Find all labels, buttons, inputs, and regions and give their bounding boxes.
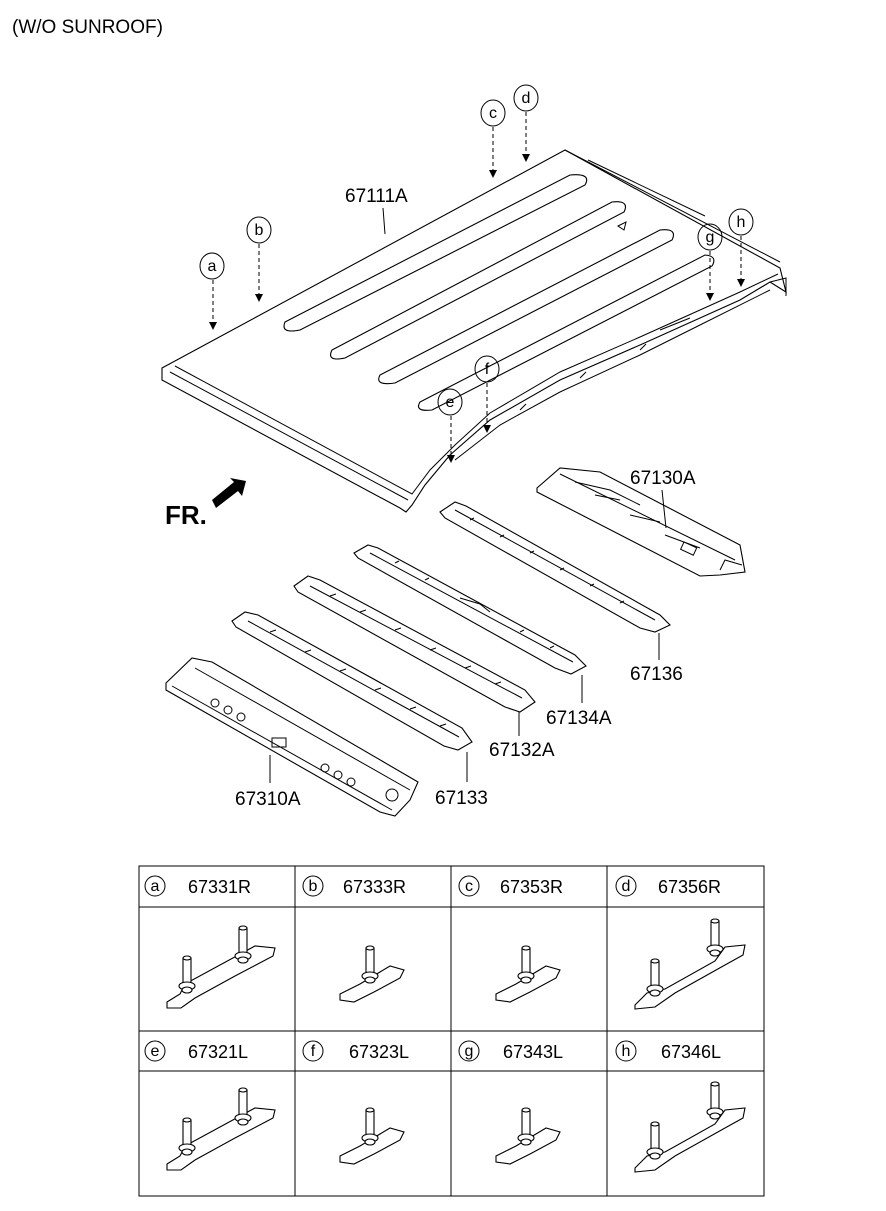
legend-cell-h: h 67346L: [615, 1040, 721, 1062]
svg-text:d: d: [622, 878, 631, 895]
label-bow-67133: 67133: [435, 788, 488, 809]
label-bow-67132A: 67132A: [489, 740, 555, 761]
svg-text:67346L: 67346L: [661, 1042, 721, 1062]
svg-text:67333R: 67333R: [343, 877, 406, 897]
legend-cell-d: d 67356R: [615, 875, 721, 897]
svg-text:67321L: 67321L: [188, 1042, 248, 1062]
roof-bow-67136: [439, 501, 671, 633]
svg-text:67331R: 67331R: [188, 877, 251, 897]
legend-cell-b: b 67333R: [302, 875, 406, 897]
roof-bow-67132A: [293, 575, 536, 713]
callout-b: b: [246, 216, 272, 302]
fastener-g-image: [496, 1108, 560, 1164]
callout-d: d: [513, 84, 539, 162]
roof-panel: [161, 149, 787, 513]
diagram-title: (W/O SUNROOF): [12, 17, 163, 38]
callout-e: e: [437, 388, 463, 463]
svg-text:a: a: [208, 258, 217, 275]
label-roof-panel: 67111A: [345, 186, 408, 207]
callout-g: g: [697, 223, 723, 301]
callout-c: c: [480, 99, 506, 178]
fastener-h-image: [635, 1082, 745, 1172]
legend-cell-f: f 67323L: [302, 1040, 409, 1062]
legend-cell-c: c 67353R: [458, 875, 563, 897]
svg-text:h: h: [622, 1043, 631, 1060]
fastener-e-image: [167, 1088, 275, 1170]
svg-text:g: g: [465, 1043, 474, 1060]
svg-text:c: c: [489, 105, 497, 122]
svg-text:f: f: [311, 1043, 316, 1060]
svg-text:e: e: [151, 1043, 160, 1060]
label-front-rail: 67310A: [235, 789, 301, 810]
svg-text:67356R: 67356R: [658, 877, 721, 897]
svg-text:67323L: 67323L: [349, 1042, 409, 1062]
svg-text:FR.: FR.: [165, 500, 207, 530]
callout-f: f: [474, 355, 500, 433]
svg-text:d: d: [522, 90, 531, 107]
label-bow-67134A: 67134A: [546, 708, 612, 729]
svg-text:g: g: [706, 229, 715, 246]
fastener-f-image: [340, 1108, 404, 1164]
fastener-legend-table: [138, 865, 765, 1197]
svg-text:67353R: 67353R: [500, 877, 563, 897]
svg-text:c: c: [465, 878, 473, 895]
legend-cell-a: a 67331R: [144, 875, 251, 897]
callout-a: a: [199, 252, 225, 330]
fastener-b-image: [340, 946, 404, 1002]
label-rear-rail: 67130A: [630, 468, 696, 489]
svg-text:67343L: 67343L: [503, 1042, 563, 1062]
roof-bow-67133: [231, 611, 473, 751]
label-bow-67136: 67136: [630, 664, 683, 685]
callout-h: h: [728, 208, 754, 287]
roof-bow-67134A: [353, 544, 587, 675]
fastener-a-image: [167, 926, 275, 1008]
svg-text:f: f: [485, 361, 490, 378]
svg-text:h: h: [737, 214, 746, 231]
svg-text:b: b: [255, 222, 264, 239]
svg-text:a: a: [151, 878, 160, 895]
svg-text:e: e: [446, 394, 455, 411]
legend-cell-g: g 67343L: [458, 1040, 563, 1062]
legend-cell-e: e 67321L: [144, 1040, 248, 1062]
svg-text:b: b: [309, 878, 318, 895]
front-direction-marker: FR.: [165, 478, 246, 530]
rear-rail-67130A: [536, 467, 746, 577]
fastener-d-image: [635, 919, 745, 1009]
fastener-c-image: [496, 946, 560, 1002]
front-rail-67310A: [165, 657, 419, 817]
